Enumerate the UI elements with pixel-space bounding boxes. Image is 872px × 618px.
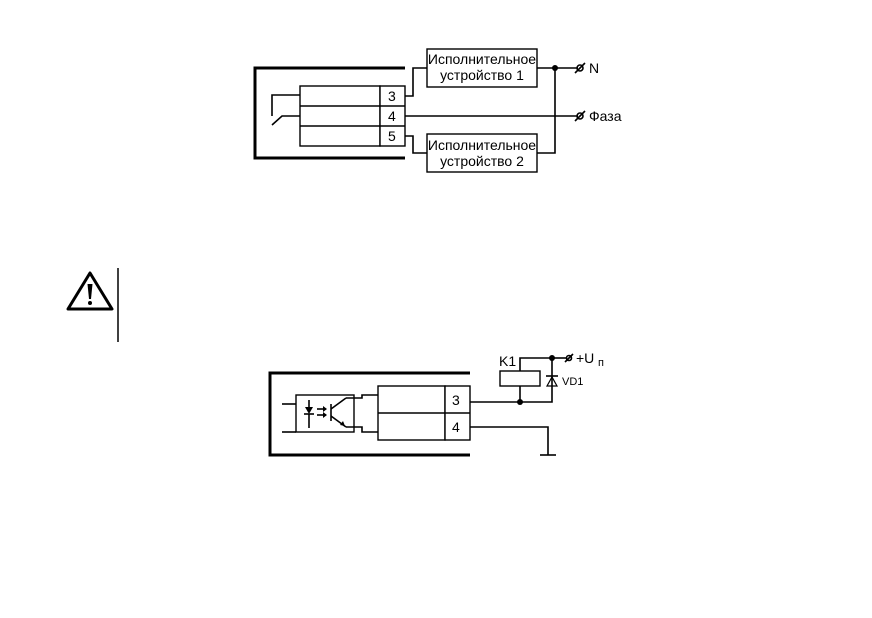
actuator-2-label-line2: устройство 2	[440, 153, 524, 169]
phase-label: Фаза	[589, 108, 622, 124]
actuator-2-box	[426, 133, 538, 173]
device-housing-2	[268, 371, 470, 457]
relay-contact-arm	[271, 115, 300, 126]
supply-subscript: п	[598, 357, 604, 369]
supply-label: +U	[576, 350, 594, 366]
neutral-label: N	[589, 60, 599, 76]
terminal-4-label: 4	[388, 108, 396, 124]
actuator-1-label-line2: устройство 1	[440, 67, 524, 83]
relay-label: K1	[499, 353, 516, 369]
actuator-2-label-line1: Исполнительное	[428, 137, 536, 153]
relay-contact	[271, 94, 300, 116]
relay-output-diagram: 3 4 5 Исполнительное устройство 1 Исполн…	[253, 48, 622, 173]
transistor-output-diagram: 3 4 K1 VD1 +U п	[268, 350, 604, 457]
relay-coil-k1	[499, 370, 541, 387]
diode-vd1	[545, 375, 559, 387]
terminal-numbers-1	[379, 85, 406, 147]
diode-label: VD1	[562, 376, 583, 388]
device-housing-1	[253, 66, 405, 160]
terminal-block-1	[299, 85, 381, 147]
terminal-3-label-2: 3	[452, 392, 460, 408]
actuator-1-label-line1: Исполнительное	[428, 51, 536, 67]
terminal-3-label: 3	[388, 88, 396, 104]
terminal-5-label: 5	[388, 128, 396, 144]
warning-triangle-icon	[66, 271, 114, 311]
terminal-4-label-2: 4	[452, 419, 460, 435]
